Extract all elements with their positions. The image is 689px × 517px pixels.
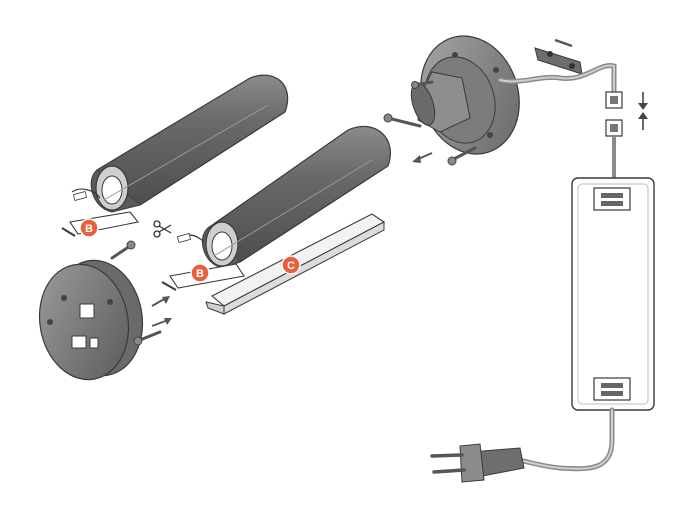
arrow-right-icon [151,318,172,327]
callout-b-upper: B [79,218,99,238]
callout-c-label: C [287,260,295,272]
callout-b-upper-label: B [85,223,93,235]
callout-b-lower: B [190,263,210,283]
arrow-up-icon [638,112,648,130]
cable-connector [605,91,623,178]
arrow-down-icon [638,92,648,110]
lower-tube-profile [201,125,391,269]
arrow-right-icon [151,296,170,307]
euro-plug [430,443,525,483]
wire-lower [176,233,205,243]
end-cap [38,259,144,381]
led-driver [571,177,655,411]
upper-tube-profile [90,74,289,213]
callout-c: C [281,255,301,275]
end-cap-screws [110,240,162,346]
power-cable-lower [515,407,615,472]
flange-screws [383,80,477,166]
arrow-left-icon [412,152,433,163]
power-cable-upper [497,63,617,95]
cable-clip-bracket [534,38,583,75]
wall-mount-flange [410,35,520,155]
scissors-icon [153,220,172,238]
callout-b-lower-label: B [196,268,204,280]
